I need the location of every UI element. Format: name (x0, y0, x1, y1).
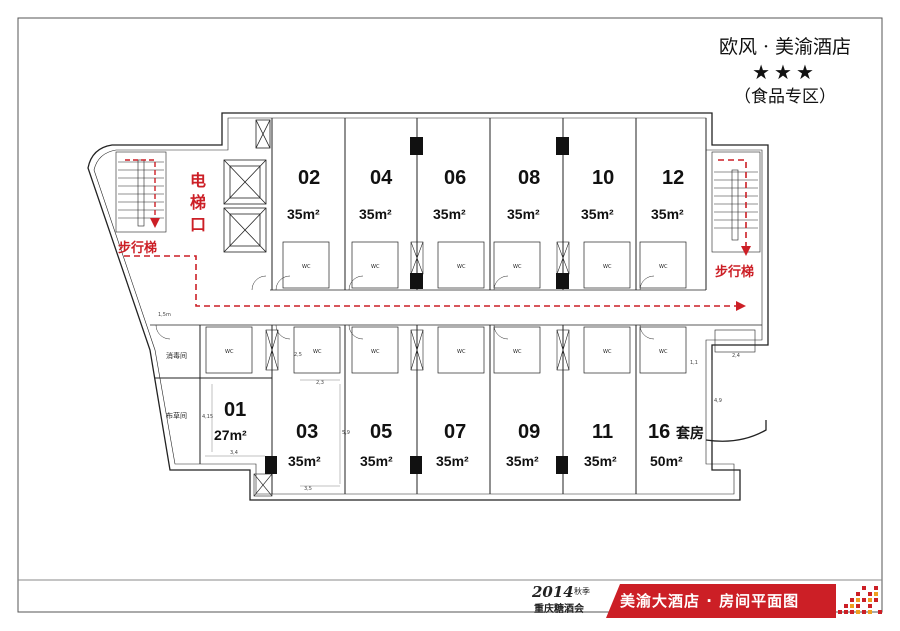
pixel-decoration-icon (838, 586, 882, 614)
wc-label: WC (302, 264, 311, 270)
room-area: 35m² (584, 453, 617, 469)
stairs-label-right: 步行梯 (715, 264, 754, 280)
dim-8: 2,4 (732, 353, 740, 359)
dim-5: 3,5 (304, 486, 312, 492)
structural-columns (265, 137, 569, 474)
room-area: 35m² (288, 453, 321, 469)
dim-1: 1,5m (158, 312, 171, 318)
service-shafts (253, 241, 756, 497)
wc-labels: WC WC WC WC WC WC WC WC WC WC WC WC WC (225, 264, 668, 355)
room-number: 11 (592, 421, 613, 443)
room-area: 35m² (581, 206, 614, 222)
wc-label: WC (313, 349, 322, 355)
wc-label: WC (371, 349, 380, 355)
room-number: 06 (444, 167, 466, 189)
fire-room-label: 消毒间 (166, 351, 187, 360)
room-area: 35m² (360, 453, 393, 469)
elevator-shafts (223, 119, 271, 253)
elevator-label-2: 梯 (190, 193, 206, 212)
dim-9: 1,1 (690, 360, 698, 366)
room-number: 07 (444, 421, 466, 443)
room-number: 10 (592, 167, 614, 189)
room-area: 27m² (214, 427, 247, 443)
suite-label: 套房 (676, 425, 704, 441)
door-swings (155, 275, 655, 340)
zone-label: （食品专区） (734, 87, 836, 107)
wc-label: WC (457, 264, 466, 270)
arrow-down-icon (741, 246, 751, 256)
building-outline (87, 112, 769, 501)
footer-year: 2014 (532, 583, 574, 601)
room-number: 12 (662, 167, 684, 189)
wc-label: WC (603, 349, 612, 355)
dim-10: 4,9 (714, 398, 722, 404)
corridor-walls (150, 289, 762, 326)
room-number: 01 (224, 399, 246, 421)
room-area: 35m² (436, 453, 469, 469)
route-arrowheads (150, 218, 751, 311)
evacuation-route (124, 159, 747, 307)
dimension-lines (205, 360, 713, 487)
room-number: 05 (370, 421, 392, 443)
footer-banner-text: 美渝大酒店 · 房间平面图 (620, 592, 800, 610)
wc-bottom (205, 326, 687, 374)
room-area: 35m² (507, 206, 540, 222)
room-area: 35m² (433, 206, 466, 222)
footer-event: 重庆糖酒会 (534, 604, 584, 615)
dim-2: 2,5 (294, 352, 302, 358)
footer-banner (606, 584, 836, 618)
room-number: 16 (648, 421, 670, 443)
room-number: 02 (298, 167, 320, 189)
room-area: 35m² (506, 453, 539, 469)
wc-label: WC (457, 349, 466, 355)
dim-7: 3,4 (230, 450, 238, 456)
stairs-label-left: 步行梯 (118, 240, 157, 256)
wc-label: WC (603, 264, 612, 270)
bottom-room-labels: 01 27m² 03 35m² 05 35m² 07 35m² 09 35m² 11 35m² 16 50… (214, 399, 704, 469)
elevator-label-1: 电 (190, 171, 206, 190)
room-number: 09 (518, 421, 540, 443)
footer-season: 秋季 (574, 587, 590, 596)
room-area: 35m² (359, 206, 392, 222)
wc-label: WC (659, 349, 668, 355)
wc-label: WC (513, 349, 522, 355)
dim-3: 2,3 (316, 380, 324, 386)
top-room-labels: 02 35m² 04 35m² 06 35m² 08 35m² 10 35m² 12 35m² (287, 167, 684, 222)
room-number: 03 (296, 421, 318, 443)
page-border (17, 17, 883, 613)
elevator-label-3: 口 (190, 215, 206, 234)
arrow-down-icon-left (150, 218, 160, 228)
wc-top (282, 241, 687, 289)
star-rating: ★★★ (752, 60, 818, 84)
wc-label: WC (513, 264, 522, 270)
stairwell-left (115, 151, 167, 233)
wc-label: WC (659, 264, 668, 270)
room-area: 50m² (650, 453, 683, 469)
dim-6: 4,15 (202, 414, 213, 420)
room-area: 35m² (651, 206, 684, 222)
wc-label: WC (225, 349, 234, 355)
room-area: 35m² (287, 206, 320, 222)
arrow-right-icon (736, 301, 746, 311)
room-number: 04 (370, 167, 393, 189)
top-room-walls (271, 118, 707, 290)
stairwell-right (711, 151, 761, 253)
wc-label: WC (371, 264, 380, 270)
linen-room-label: 布草间 (166, 411, 187, 420)
dim-4: 5,9 (342, 430, 350, 436)
hotel-name: 欧风 · 美渝酒店 (718, 36, 852, 58)
room-number: 08 (518, 167, 540, 189)
